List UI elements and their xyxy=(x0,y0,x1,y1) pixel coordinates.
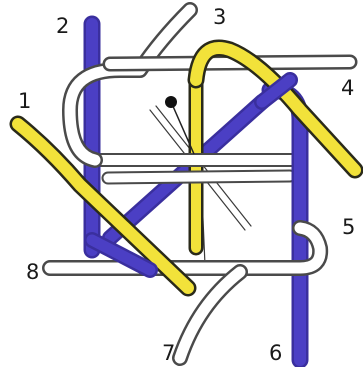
label-3: 3 xyxy=(213,5,226,29)
blue-spoke xyxy=(110,102,262,238)
label-7: 7 xyxy=(162,341,175,365)
pin-head xyxy=(165,96,177,108)
label-8: 8 xyxy=(26,260,39,284)
white-spoke-horizontal-2 xyxy=(108,176,290,178)
label-1: 1 xyxy=(18,89,31,113)
label-2: 2 xyxy=(56,14,69,38)
strand-4 xyxy=(110,62,350,64)
strand-4-white xyxy=(110,62,350,64)
label-4: 4 xyxy=(341,76,354,100)
label-5: 5 xyxy=(342,215,355,239)
label-6: 6 xyxy=(269,341,282,365)
